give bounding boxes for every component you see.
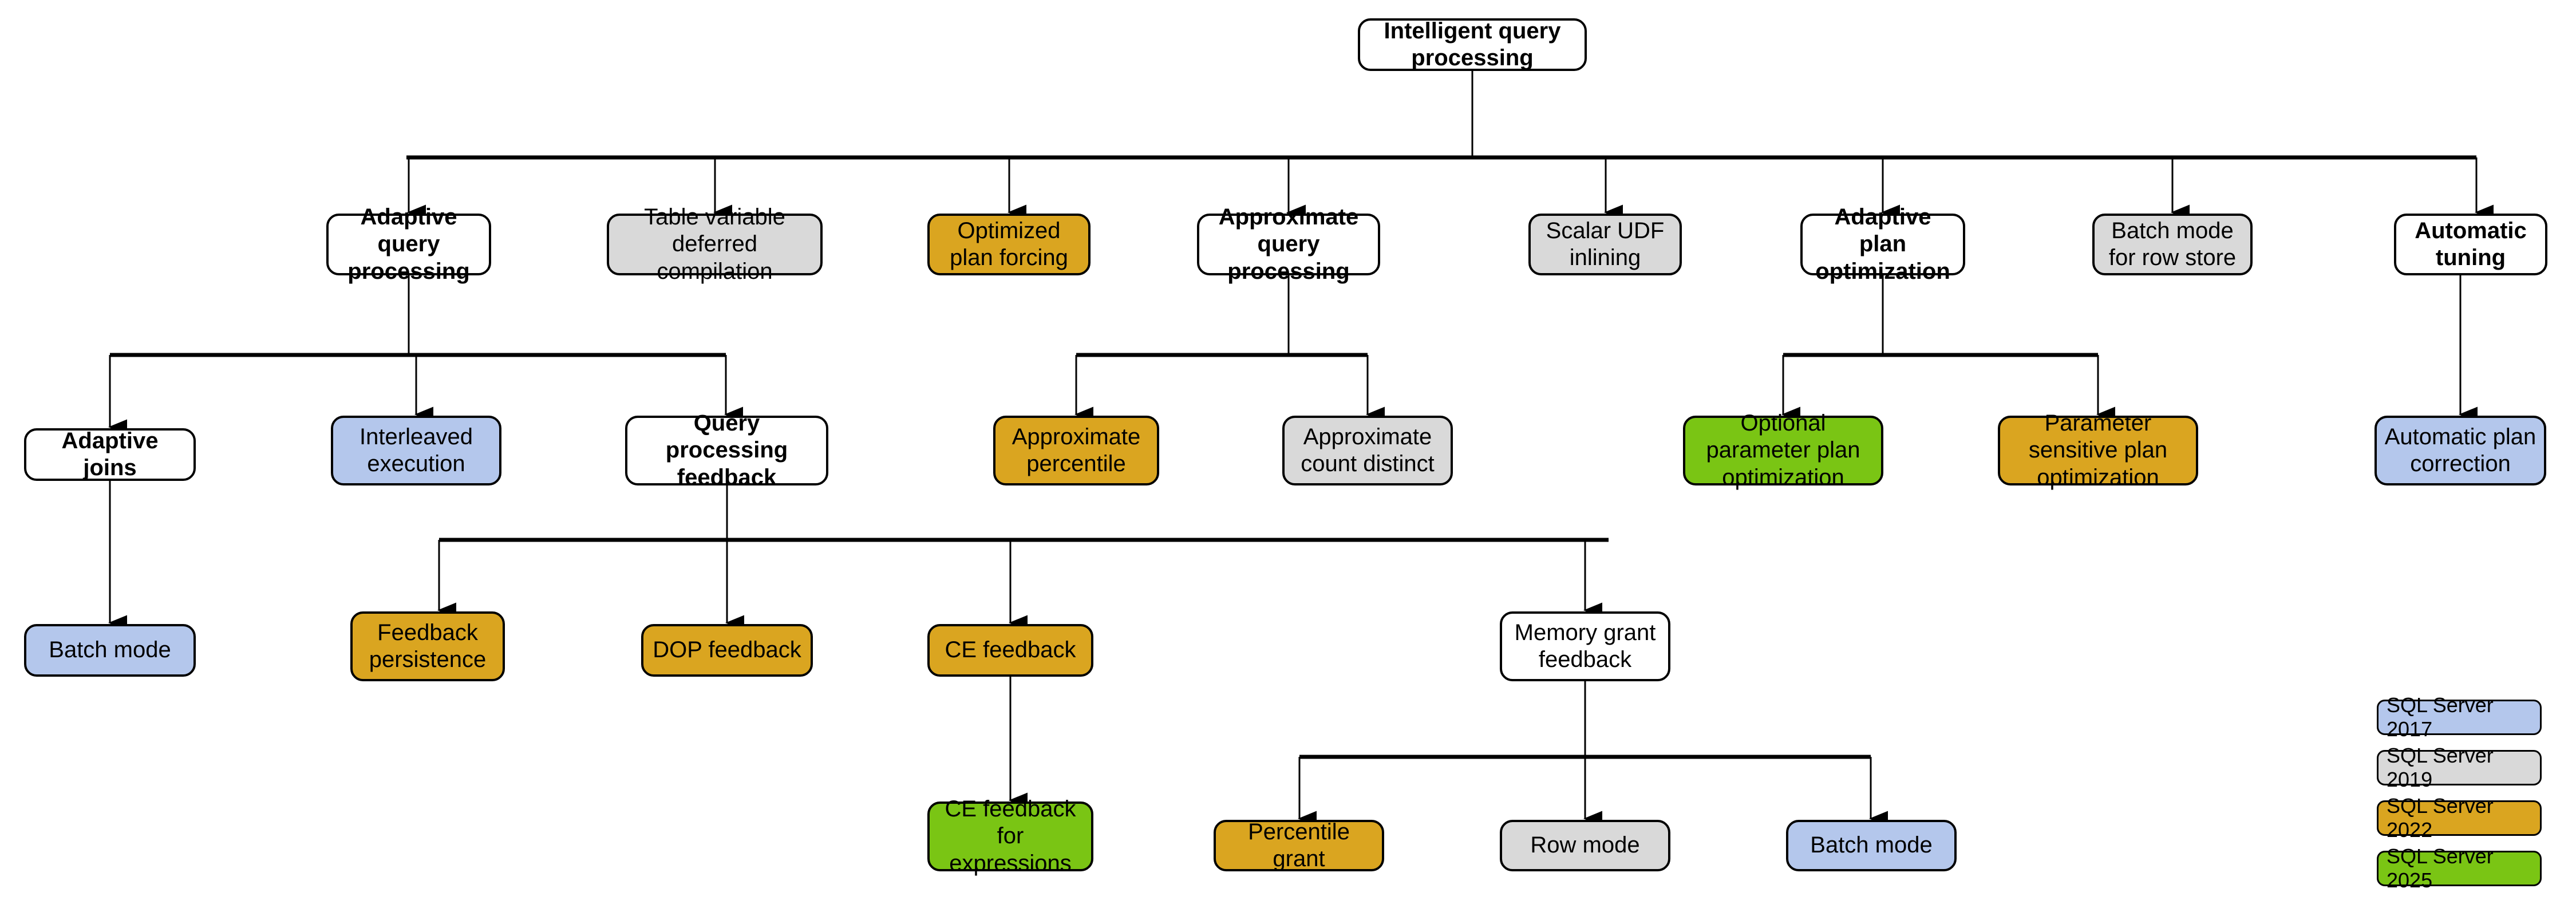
node-fbpersist[interactable]: Feedback persistence	[350, 611, 505, 681]
node-label: Intelligent query processing	[1384, 18, 1561, 70]
node-label: Adaptive joins	[61, 428, 159, 480]
node-cefbexpr[interactable]: CE feedback for expressions	[927, 796, 1093, 876]
node-pctgrant[interactable]: Percentile grant	[1214, 819, 1384, 871]
node-psp[interactable]: Parameter sensitive plan optimization	[1998, 410, 2198, 490]
node-apo[interactable]: Adaptive plan optimization	[1800, 204, 1965, 284]
node-label: Percentile grant	[1248, 819, 1350, 871]
legend-item-label: SQL Server 2025	[2387, 844, 2494, 892]
node-label: Optimized plan forcing	[950, 218, 1068, 270]
node-label: Table variable deferred compilation	[644, 204, 785, 284]
node-label: Scalar UDF inlining	[1546, 218, 1665, 270]
node-label: Adaptive plan optimization	[1815, 204, 1950, 284]
legend-item-label: SQL Server 2017	[2387, 693, 2494, 741]
node-label: Batch mode for row store	[2108, 218, 2237, 270]
node-cefb[interactable]: CE feedback	[927, 624, 1093, 677]
node-label: Approximate percentile	[1012, 424, 1141, 476]
legend-item-label: SQL Server 2022	[2387, 794, 2494, 842]
node-label: CE feedback	[945, 637, 1076, 663]
node-approxpct[interactable]: Approximate percentile	[993, 416, 1159, 485]
node-approxcd[interactable]: Approximate count distinct	[1282, 416, 1453, 485]
node-adaptivejoins[interactable]: Adaptive joins	[24, 428, 196, 481]
node-label: Approximate count distinct	[1301, 424, 1435, 476]
node-approxqp[interactable]: Approximate query processing	[1197, 204, 1380, 284]
node-label: Row mode	[1530, 832, 1640, 858]
node-apc[interactable]: Automatic plan correction	[2374, 416, 2546, 485]
node-label: Optional parameter plan optimization	[1706, 410, 1860, 490]
legend-item-label: SQL Server 2019	[2387, 744, 2494, 791]
legend-item-sql-server-2017: SQL Server 2017	[2377, 693, 2542, 741]
node-label: Feedback persistence	[369, 619, 487, 672]
node-rowmode[interactable]: Row mode	[1500, 820, 1670, 871]
node-label: Query processing feedback	[665, 410, 788, 490]
node-label: DOP feedback	[653, 637, 801, 663]
legend-item-sql-server-2019: SQL Server 2019	[2377, 744, 2542, 791]
node-label: CE feedback for expressions	[945, 796, 1076, 876]
legend-item-sql-server-2025: SQL Server 2025	[2377, 844, 2542, 892]
node-tvdc[interactable]: Table variable deferred compilation	[607, 204, 823, 284]
node-dopfb[interactable]: DOP feedback	[641, 624, 813, 677]
node-root[interactable]: Intelligent query processing	[1358, 18, 1587, 71]
node-label: Adaptive query processing	[347, 204, 470, 284]
node-label: Automatic tuning	[2415, 218, 2527, 270]
legend-item-sql-server-2022: SQL Server 2022	[2377, 794, 2542, 842]
node-label: Memory grant feedback	[1514, 619, 1656, 672]
node-label: Batch mode	[49, 637, 171, 663]
node-label: Automatic plan correction	[2384, 424, 2537, 476]
node-autotune[interactable]: Automatic tuning	[2394, 214, 2547, 275]
node-mgf[interactable]: Memory grant feedback	[1500, 611, 1670, 681]
node-batchmode1[interactable]: Batch mode	[24, 624, 196, 677]
node-bmrs[interactable]: Batch mode for row store	[2092, 214, 2253, 275]
node-label: Interleaved execution	[359, 424, 473, 476]
node-udf[interactable]: Scalar UDF inlining	[1528, 214, 1682, 275]
node-oppo[interactable]: Optional parameter plan optimization	[1683, 410, 1883, 490]
node-aqp[interactable]: Adaptive query processing	[326, 204, 491, 284]
node-opf[interactable]: Optimized plan forcing	[927, 214, 1091, 275]
node-label: Approximate query processing	[1218, 204, 1359, 284]
node-interleaved[interactable]: Interleaved execution	[331, 416, 501, 485]
node-qpf[interactable]: Query processing feedback	[625, 410, 828, 490]
node-batchmode2[interactable]: Batch mode	[1786, 820, 1957, 871]
node-label: Parameter sensitive plan optimization	[2028, 410, 2168, 490]
node-label: Batch mode	[1810, 832, 1933, 858]
